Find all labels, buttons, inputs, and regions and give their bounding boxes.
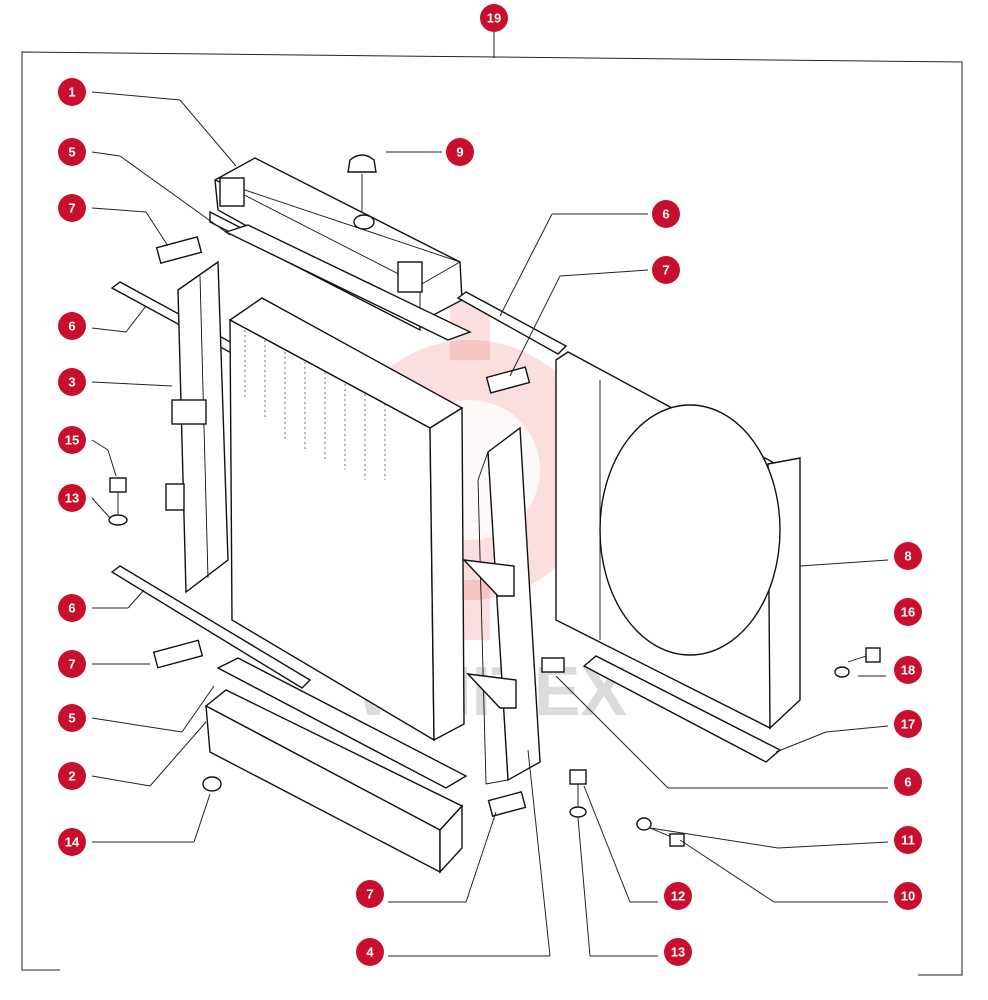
callout-10: 10 — [894, 882, 922, 910]
callout-7-right: 7 — [652, 256, 680, 284]
bolt-right — [834, 647, 881, 678]
callout-6-left-bottom: 6 — [58, 594, 86, 622]
radiator-core — [228, 297, 465, 742]
callout-6-right-bottom: 6 — [894, 768, 922, 796]
callout-15: 15 — [58, 426, 86, 454]
svg-text:10: 10 — [901, 889, 915, 904]
callout-14: 14 — [58, 828, 86, 856]
svg-text:6: 6 — [68, 601, 75, 616]
bottom-nut — [202, 776, 222, 792]
callout-3: 3 — [58, 368, 86, 396]
callout-2: 2 — [58, 762, 86, 790]
small-plate-e — [541, 657, 565, 673]
svg-text:5: 5 — [68, 711, 75, 726]
left-bottom-strip — [110, 565, 312, 689]
small-plate-d — [487, 791, 527, 817]
svg-text:5: 5 — [68, 145, 75, 160]
svg-text:17: 17 — [901, 717, 915, 732]
callout-5-bottom: 5 — [58, 704, 86, 732]
svg-text:1: 1 — [68, 85, 75, 100]
callout-12: 12 — [664, 882, 692, 910]
svg-text:8: 8 — [904, 549, 911, 564]
bolt-lower-right — [636, 817, 685, 847]
svg-text:6: 6 — [662, 207, 669, 222]
bolt-bottom — [569, 769, 587, 818]
svg-text:6: 6 — [904, 775, 911, 790]
svg-text:13: 13 — [65, 491, 79, 506]
left-side-bracket — [165, 260, 229, 594]
svg-text:14: 14 — [65, 835, 80, 850]
callout-5-top: 5 — [58, 138, 86, 166]
top-tank — [209, 157, 463, 332]
radiator-cap — [347, 154, 377, 212]
bottom-tank — [204, 689, 464, 874]
bottom-gasket — [216, 657, 468, 789]
svg-text:9: 9 — [456, 145, 463, 160]
callout-11: 11 — [894, 826, 922, 854]
svg-text:7: 7 — [366, 887, 373, 902]
svg-text:3: 3 — [68, 375, 75, 390]
svg-text:12: 12 — [671, 889, 685, 904]
assembly-bracket — [21, 51, 963, 976]
svg-text:13: 13 — [671, 945, 685, 960]
small-plate-c — [152, 639, 204, 669]
callout-17: 17 — [894, 710, 922, 738]
callout-6-right-top: 6 — [652, 200, 680, 228]
fan-shroud — [555, 351, 801, 730]
svg-text:6: 6 — [68, 319, 75, 334]
svg-text:19: 19 — [487, 11, 501, 26]
callout-9: 9 — [446, 138, 474, 166]
svg-text:18: 18 — [901, 663, 915, 678]
top-gasket — [224, 224, 472, 341]
callout-4: 4 — [356, 938, 384, 966]
svg-text:15: 15 — [65, 433, 79, 448]
svg-text:7: 7 — [68, 657, 75, 672]
bolt-left — [108, 477, 128, 526]
callout-13-left: 13 — [58, 484, 86, 512]
callout-6-left-top: 6 — [58, 312, 86, 340]
right-side-bracket — [462, 426, 541, 785]
callout-7-a: 7 — [58, 194, 86, 222]
right-top-strip — [456, 291, 568, 355]
svg-text:4: 4 — [366, 945, 374, 960]
callout-7-left-bottom: 7 — [58, 650, 86, 678]
svg-text:2: 2 — [68, 769, 75, 784]
callout-13-bottom: 13 — [664, 938, 692, 966]
callout-7-bottom: 7 — [356, 880, 384, 908]
callout-1: 1 — [58, 78, 86, 106]
small-plate-b — [485, 366, 531, 394]
callout-18: 18 — [894, 656, 922, 684]
svg-text:16: 16 — [901, 605, 915, 620]
leader-lines — [91, 91, 889, 957]
callout-19: 19 — [480, 4, 508, 32]
callout-8: 8 — [894, 542, 922, 570]
small-plate-a — [155, 235, 203, 265]
svg-text:7: 7 — [662, 263, 669, 278]
svg-text:7: 7 — [68, 201, 75, 216]
svg-text:11: 11 — [901, 833, 915, 848]
callout-16: 16 — [894, 598, 922, 626]
